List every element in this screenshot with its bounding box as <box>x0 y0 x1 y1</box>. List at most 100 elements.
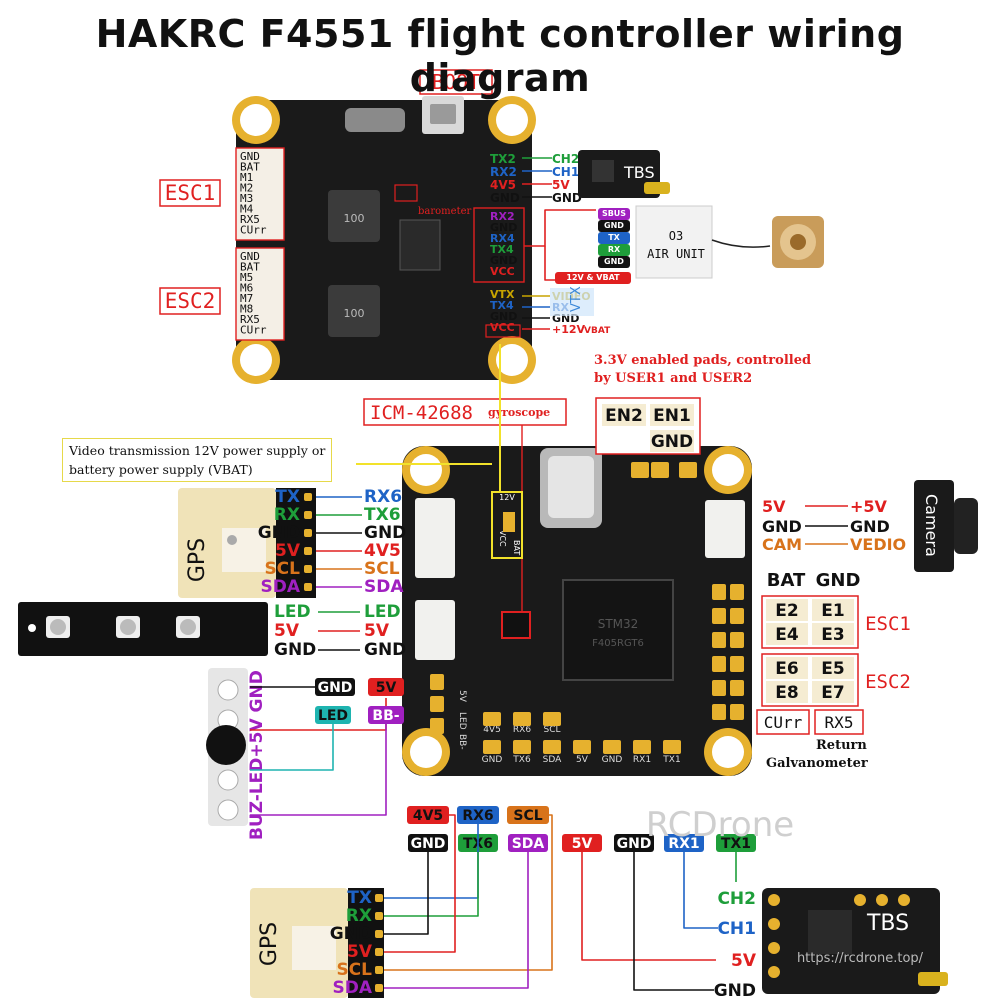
esc2-pin-7: CUrr <box>240 324 267 337</box>
led-strip-fc-0: LED <box>364 602 401 622</box>
main-gps-connector <box>415 498 455 578</box>
cam-fc-pad-0: 5V <box>762 497 786 516</box>
esc1-pads-pad-3: E3 <box>821 625 844 645</box>
gyro-chip <box>501 611 531 639</box>
boot-label: BOOT <box>432 70 480 94</box>
gps-bottom-pad-2 <box>375 930 383 938</box>
camera-lens <box>954 498 978 554</box>
esc1-pads-bg-0 <box>766 599 808 621</box>
o3-pin-0: SBUS <box>602 209 626 218</box>
bottom-tag-r1-2-bg <box>507 806 549 824</box>
tbs-bottom-chip <box>808 910 852 954</box>
o3-pin-5: 12V & VBAT <box>566 273 620 282</box>
gpsb-wire-sda <box>384 852 529 989</box>
esc1-pads-pad-1: E1 <box>821 601 844 621</box>
gyro-label-box <box>363 398 567 426</box>
esc1-pin-1: BAT <box>240 161 260 174</box>
tbs-bottom-wire-3: GND <box>714 981 756 1000</box>
gps-bottom-label: GPS <box>257 922 282 966</box>
esc2-pin-2: M5 <box>240 271 253 284</box>
esc-pad-b-5 <box>730 704 744 720</box>
bottom-pad-a-0 <box>483 740 501 754</box>
o3-header-1: GND <box>490 221 517 234</box>
cam-fc-pad-2: CAM <box>762 535 802 554</box>
o3-pin-3: RX <box>608 245 621 254</box>
usb-c-port-top <box>345 108 405 132</box>
curr-pad: CUrr <box>764 713 803 732</box>
tbs-bottom-pad-2 <box>768 942 780 954</box>
bottom-pad-b-2 <box>543 712 561 726</box>
buzz-tag-led: LED <box>318 708 348 724</box>
esc-pad-a-3 <box>712 656 726 672</box>
led-strip-body <box>18 602 268 656</box>
bottom-pad-a-2 <box>543 740 561 754</box>
tbs-top-wire-label-3: GND <box>552 191 582 205</box>
gnd-pad: GND <box>816 570 861 591</box>
bottom-pad-a-1 <box>513 740 531 754</box>
rx5-box <box>814 709 864 735</box>
top-mount-hole-3 <box>496 344 528 376</box>
esc2-pads-bg-0 <box>766 657 808 679</box>
silk-side-1: LED <box>457 712 467 730</box>
vtx-power-note-line-2: battery power supply (VBAT) <box>69 462 253 477</box>
gps-left-pin-1: RX <box>274 505 300 525</box>
o3-pin-4: GND <box>604 257 624 266</box>
o3-air-unit <box>635 205 713 279</box>
tbsb-wire-5v <box>581 852 716 961</box>
bottom-pad-a-6 <box>663 740 681 754</box>
silk-row2-6: TX1 <box>662 755 680 765</box>
esc1-pads-box <box>761 595 859 649</box>
esc-pad-a-0 <box>712 584 726 600</box>
gps-left-pin-4: SCL <box>264 559 300 579</box>
buzzer-hole-0 <box>217 679 239 701</box>
o3-header-3: TX4 <box>490 243 514 256</box>
bottom-tag-r1-1: RX6 <box>462 808 493 824</box>
inductor-2 <box>328 285 380 337</box>
o3-label-2: AIR UNIT <box>647 247 705 261</box>
main-mount-hole-2 <box>410 736 442 768</box>
bottom-tag-r2-5: RX1 <box>668 836 699 852</box>
esc-pad-a-2 <box>712 632 726 648</box>
tbs-bottom-antenna <box>918 972 948 986</box>
tbs-bottom-wire-2: 5V <box>731 951 757 971</box>
esc1-pads-pad-2: E4 <box>775 625 799 645</box>
led-strip-fc-2: GND <box>364 640 406 660</box>
buzzer-body <box>206 725 246 765</box>
gps-left-pad-3 <box>304 547 312 555</box>
bottom-tag-r2-0-bg <box>408 834 448 852</box>
led-strip-hole-l <box>28 624 36 632</box>
buzz-bb-wire <box>250 724 387 816</box>
gps-left-fc-2: GND <box>364 523 406 543</box>
gps-left-pin-5: SDA <box>260 577 300 597</box>
o3-header-4: GND <box>490 254 517 267</box>
o3-pin-5-bg <box>555 272 631 284</box>
esc2-pads-bg-1 <box>812 657 854 679</box>
tbs-bottom-label: TBS <box>866 911 909 936</box>
esc-pad-b-2 <box>730 632 744 648</box>
gps-bottom-pin-3: 5V <box>347 942 373 962</box>
jumper-pad <box>503 512 515 532</box>
esc2-pads-box <box>761 653 859 707</box>
en1-bg <box>650 404 694 426</box>
vtx-module <box>550 288 594 316</box>
gps-left-pin-2: GND <box>258 523 300 543</box>
tbs-top-label: TBS <box>623 163 655 182</box>
tbs-top-wire-label-0: CH2 <box>552 152 579 166</box>
vtx-power-note: Video transmission 12V power supply or b… <box>62 438 333 482</box>
gps-bottom-pin-1: RX <box>346 906 372 926</box>
bottom-tag-r2-4-bg <box>614 834 654 852</box>
esc1-pin-6: RX5 <box>240 213 260 226</box>
gps-left-pin-3: 5V <box>275 541 301 561</box>
buzz-tag-led-bg <box>315 706 351 724</box>
esc2-pads-pad-2: E8 <box>775 683 798 703</box>
bottom-pad-a-3 <box>573 740 591 754</box>
tbsb-wire-ch1 <box>683 852 718 929</box>
main-led-connector <box>415 600 455 660</box>
bottom-tag-r2-6: TX1 <box>721 836 751 852</box>
gps-bottom-pin-0: TX <box>347 888 372 908</box>
pads-note-line-2: by USER1 and USER2 <box>594 371 753 386</box>
en-board-pad-2 <box>679 462 697 478</box>
buzzer-hole-4 <box>217 799 239 821</box>
cam-pin-0: +5V <box>850 497 888 516</box>
esc1-pin-2: M1 <box>240 171 253 184</box>
